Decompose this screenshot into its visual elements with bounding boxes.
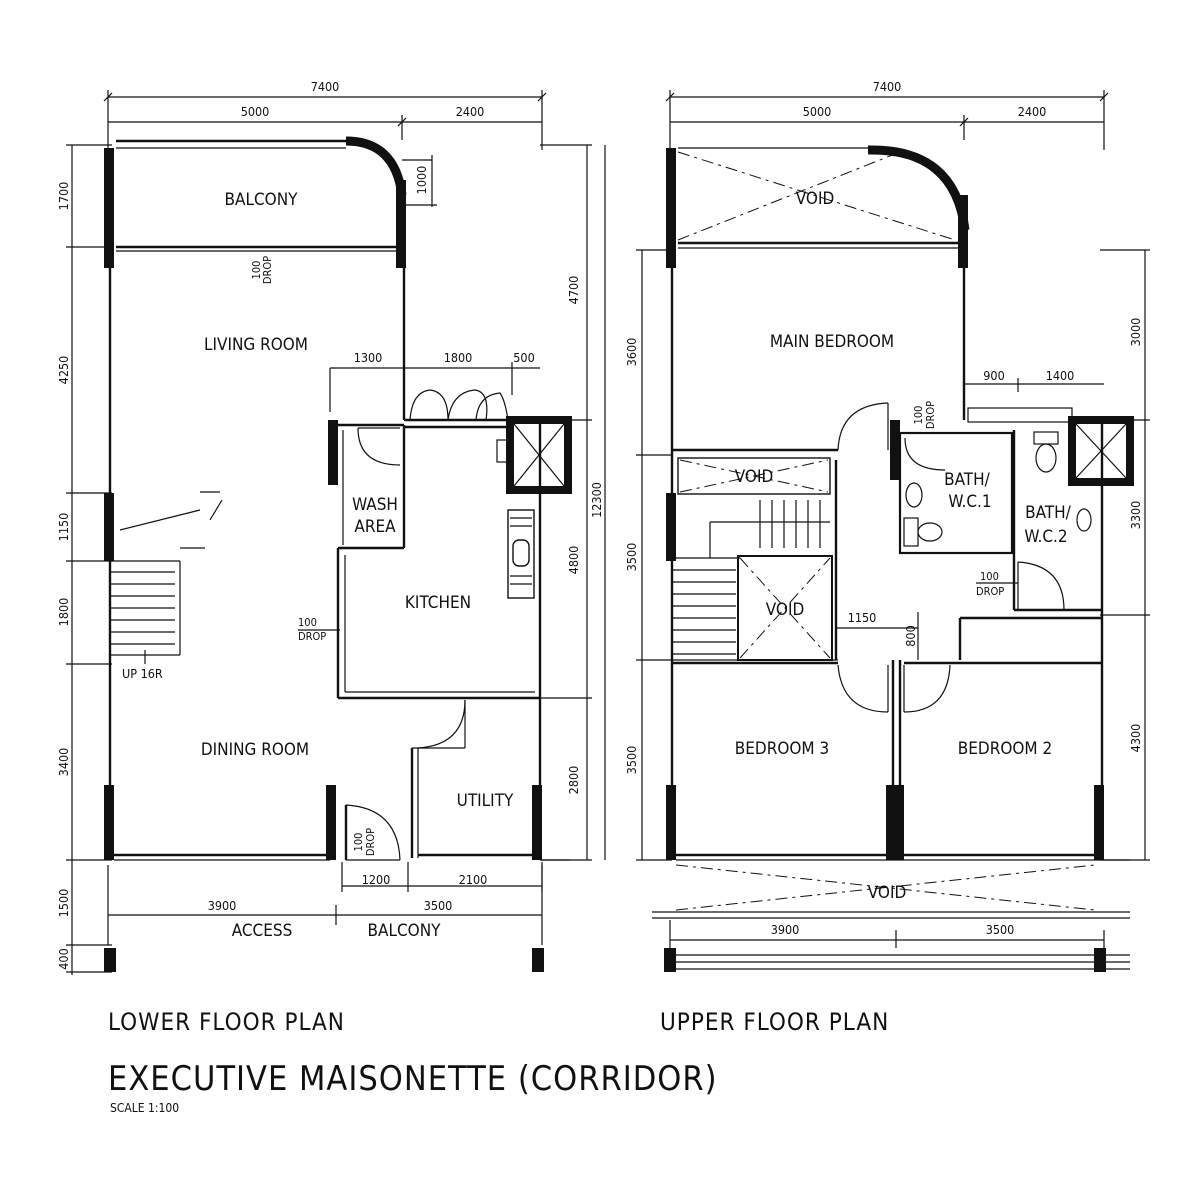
lower-dim-bottom-3: 3900 <box>208 898 237 913</box>
lower-dim-overall-height: 12300 <box>589 482 604 518</box>
lower-kitchen-drop-word: DROP <box>298 630 326 643</box>
lower-left-dimensions: 1700 4250 1150 1800 3400 1500 400 <box>56 144 112 975</box>
lower-balcony-drop-num: 100 <box>250 261 263 280</box>
upper-dim-top-left: 5000 <box>803 104 832 119</box>
lower-bottom: 1200 2100 3900 3500 ACCESS BALCONY <box>104 862 544 972</box>
upper-dim-right-2: 3300 <box>1128 501 1143 530</box>
lower-top-dimensions: 7400 5000 2400 <box>103 79 547 150</box>
lower-room-wash-1: WASH <box>352 495 398 515</box>
upper-left-dimensions: 3600 3500 3500 <box>624 249 672 861</box>
upper-stair-void: VOID <box>672 457 838 661</box>
lower-dim-top-left: 5000 <box>241 104 270 119</box>
lower-stair-label: UP 16R <box>122 666 163 681</box>
upper-floor-caption: UPPER FLOOR PLAN <box>660 1008 889 1036</box>
upper-dim-right-1: 3000 <box>1128 318 1143 347</box>
lower-dim-top-right: 2400 <box>456 104 485 119</box>
upper-void-top: VOID <box>666 145 970 268</box>
lower-room-access: ACCESS <box>232 921 293 941</box>
lower-dim-overall-width: 7400 <box>311 79 340 94</box>
upper-room-bath1-l2: W.C.1 <box>948 492 991 512</box>
lower-dim-left-6: 1500 <box>56 889 71 918</box>
upper-corridor: 1150 800 <box>672 610 1102 790</box>
upper-floor-plan: 7400 5000 2400 3600 3500 3500 3000 3300 … <box>624 79 1150 1036</box>
upper-room-void-center: VOID <box>766 600 804 620</box>
lower-dim-kitchen-1: 1300 <box>354 350 383 365</box>
lower-dim-left-2: 4250 <box>56 356 71 385</box>
upper-room-bath2-l2: W.C.2 <box>1024 527 1067 547</box>
upper-room-bath2-l1: BATH/ <box>1025 503 1071 523</box>
upper-room-void-top: VOID <box>796 189 834 209</box>
upper-dim-bottom-2: 3500 <box>986 922 1015 937</box>
upper-dim-right-3: 4300 <box>1128 724 1143 753</box>
upper-room-main-bedroom: MAIN BEDROOM <box>770 332 894 352</box>
upper-room-bedroom3: BEDROOM 3 <box>735 739 829 759</box>
lower-dim-bottom-1: 1200 <box>362 872 391 887</box>
lower-outer-walls <box>104 268 542 861</box>
lower-room-kitchen: KITCHEN <box>405 593 471 613</box>
upper-bath-1: BATH/ W.C.1 900 1400 <box>890 368 1104 555</box>
upper-void-bottom: VOID 3900 3500 <box>652 859 1130 972</box>
lower-entrance-drop-num: 100 <box>352 833 365 852</box>
lower-balcony-drop-word: DROP <box>261 256 274 284</box>
lower-kitchen-drop-num: 100 <box>298 616 317 629</box>
lower-room-utility: UTILITY <box>457 791 514 811</box>
lower-kitchen: 1300 1800 500 WASH AREA <box>298 350 572 700</box>
lower-entrance-drop-word: DROP <box>364 828 377 856</box>
lower-room-front-balcony: BALCONY <box>368 921 442 941</box>
upper-dim-top-right: 2400 <box>1018 104 1047 119</box>
upper-bath-2: BATH/ W.C.2 100 DROP <box>967 407 1134 612</box>
upper-bath-drop-word: DROP <box>976 585 1004 598</box>
upper-bath-drop-num: 100 <box>980 570 999 583</box>
upper-room-void-bottom: VOID <box>868 883 906 903</box>
upper-dim-left-1: 3600 <box>624 338 639 367</box>
lower-dim-left-5: 3400 <box>56 748 71 777</box>
lower-floor-caption: LOWER FLOOR PLAN <box>108 1008 345 1036</box>
upper-dim-bottom-1: 3900 <box>771 922 800 937</box>
upper-void-center: VOID <box>737 460 838 661</box>
lower-room-wash-2: AREA <box>354 517 396 537</box>
upper-dim-corridor-2: 800 <box>903 625 918 646</box>
lower-balcony: 1000 BALCONY 100 DROP <box>104 136 437 284</box>
lower-floor-plan: 7400 5000 2400 1700 4250 1150 1800 3400 … <box>56 79 606 1036</box>
upper-mb-drop-word: DROP <box>924 401 937 429</box>
upper-right-dimensions: 3000 3300 4300 <box>1100 249 1150 861</box>
lower-dim-bottom-2: 2100 <box>459 872 488 887</box>
lower-dim-balcony-depth: 1000 <box>414 166 429 195</box>
upper-room-void-stair: VOID <box>735 467 773 487</box>
upper-room-bath1-l1: BATH/ <box>944 470 990 490</box>
lower-dim-left-3: 1150 <box>56 513 71 542</box>
upper-top-dimensions: 7400 5000 2400 <box>665 79 1109 150</box>
lower-dim-left-1: 1700 <box>56 182 71 211</box>
lower-room-dining: DINING ROOM <box>201 740 309 760</box>
upper-room-bedroom2: BEDROOM 2 <box>958 739 1052 759</box>
upper-dim-left-2: 3500 <box>624 543 639 572</box>
plan-title: EXECUTIVE MAISONETTE (CORRIDOR) <box>108 1059 718 1099</box>
lower-entrance: 100 DROP <box>344 804 401 861</box>
upper-outer-walls <box>666 268 1104 861</box>
lower-room-balcony: BALCONY <box>225 190 299 210</box>
upper-dim-left-3: 3500 <box>624 746 639 775</box>
lower-dim-kitchen-3: 500 <box>513 350 534 365</box>
upper-dim-overall-width: 7400 <box>873 79 902 94</box>
lower-right-dimensions: 4700 4800 2800 12300 <box>540 144 606 861</box>
upper-dim-corridor-1: 1150 <box>848 610 877 625</box>
lower-dim-right-2: 4800 <box>566 546 581 575</box>
lower-dim-left-4: 1800 <box>56 598 71 627</box>
lower-dim-left-7: 400 <box>56 948 71 969</box>
plan-scale: SCALE 1:100 <box>110 1101 179 1115</box>
lower-dim-bottom-4: 3500 <box>424 898 453 913</box>
upper-dim-bath-1: 900 <box>983 368 1004 383</box>
lower-room-living: LIVING ROOM <box>204 335 308 355</box>
upper-main-bedroom: MAIN BEDROOM 100 DROP <box>672 332 937 452</box>
lower-dim-kitchen-2: 1800 <box>444 350 473 365</box>
lower-stair: UP 16R <box>110 491 223 681</box>
lower-utility: UTILITY <box>410 699 570 861</box>
lower-dim-right-1: 4700 <box>566 276 581 305</box>
lower-dim-right-3: 2800 <box>566 766 581 795</box>
upper-mb-drop-num: 100 <box>912 406 925 425</box>
upper-dim-bath-2: 1400 <box>1046 368 1075 383</box>
